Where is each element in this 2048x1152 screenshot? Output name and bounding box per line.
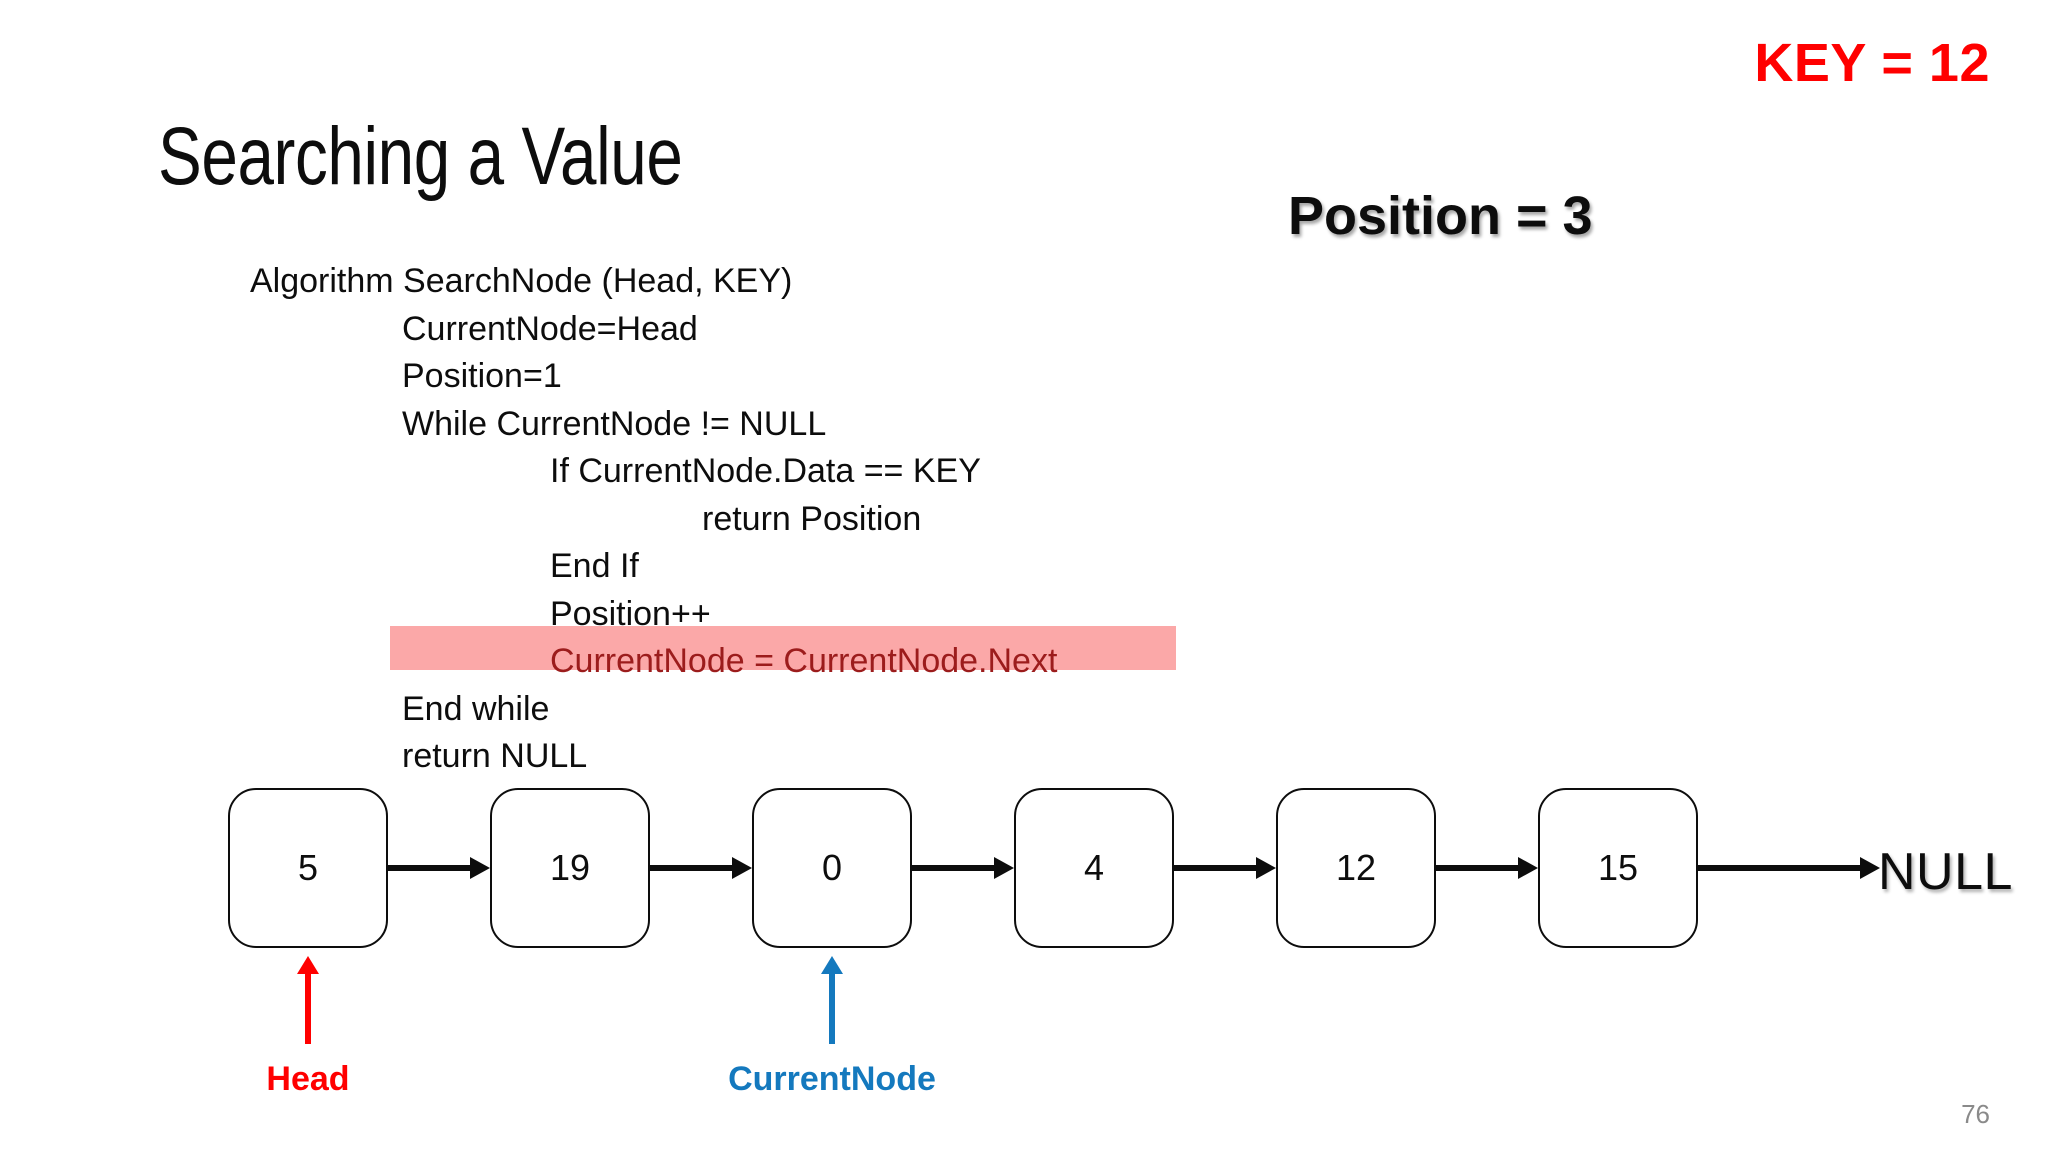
next-pointer-arrow (1436, 857, 1538, 879)
code-line-text: CurrentNode = CurrentNode.Next (550, 642, 1058, 680)
list-node: 4 (1014, 788, 1174, 948)
next-pointer-arrow (1174, 857, 1276, 879)
code-line: return NULL (248, 733, 1059, 781)
list-node-value: 4 (1083, 847, 1105, 888)
code-line-text: Position++ (550, 594, 711, 633)
code-line: Algorithm SearchNode (Head, KEY) (248, 258, 1059, 306)
code-line-text: return NULL (402, 737, 588, 775)
next-pointer-arrow (912, 857, 1014, 879)
code-line-text: CurrentNode=Head (402, 309, 698, 348)
current-node-pointer-arrow (821, 956, 843, 1044)
list-node: 19 (490, 788, 650, 948)
position-annotation: Position = 3 (1288, 186, 1593, 246)
next-pointer-arrow (1698, 857, 1880, 879)
code-line-text: return Position (702, 499, 922, 538)
next-pointer-arrow (388, 857, 490, 879)
code-line: End while (248, 686, 1059, 734)
list-node: 15 (1538, 788, 1698, 948)
code-highlight-band (390, 626, 1176, 670)
list-node: 5 (228, 788, 388, 948)
slide-number: 76 (1961, 1099, 1990, 1129)
code-line-text: Position=1 (402, 357, 562, 395)
head-pointer-arrow (297, 956, 319, 1044)
code-line: CurrentNode=Head (248, 306, 1059, 354)
next-pointer-arrow (650, 857, 752, 879)
algorithm-pseudocode: Algorithm SearchNode (Head, KEY) CurrentN… (248, 258, 1059, 781)
code-line-text: Algorithm SearchNode (Head, KEY) (250, 262, 793, 300)
key-annotation: KEY = 12 (1754, 33, 1990, 93)
list-node-value: 0 (821, 847, 843, 888)
code-line: return Position (248, 496, 1059, 544)
code-line-text: If CurrentNode.Data == KEY (550, 452, 981, 490)
head-pointer-label: Head (266, 1060, 350, 1098)
list-node-value: 15 (1597, 847, 1639, 888)
code-line: While CurrentNode != NULL (248, 401, 1059, 449)
list-node: 12 (1276, 788, 1436, 948)
page-title: Searching a Value (158, 111, 683, 202)
list-node: 0 (752, 788, 912, 948)
list-node-value: 5 (297, 847, 319, 888)
code-line-text: While CurrentNode != NULL (402, 404, 827, 443)
code-line: Position=1 (248, 353, 1059, 401)
code-line: End If (248, 543, 1059, 591)
list-node-value: 19 (549, 847, 591, 888)
list-node-value: 12 (1335, 847, 1377, 888)
code-line-text: End while (402, 689, 550, 728)
code-line-highlighted: CurrentNode = CurrentNode.Next (248, 638, 1059, 686)
current-node-pointer-label: CurrentNode (728, 1060, 936, 1098)
code-line-text: End If (550, 547, 639, 585)
null-terminator-label: NULL (1878, 843, 2013, 901)
code-line: If CurrentNode.Data == KEY (248, 448, 1059, 496)
code-line: Position++ (248, 591, 1059, 639)
